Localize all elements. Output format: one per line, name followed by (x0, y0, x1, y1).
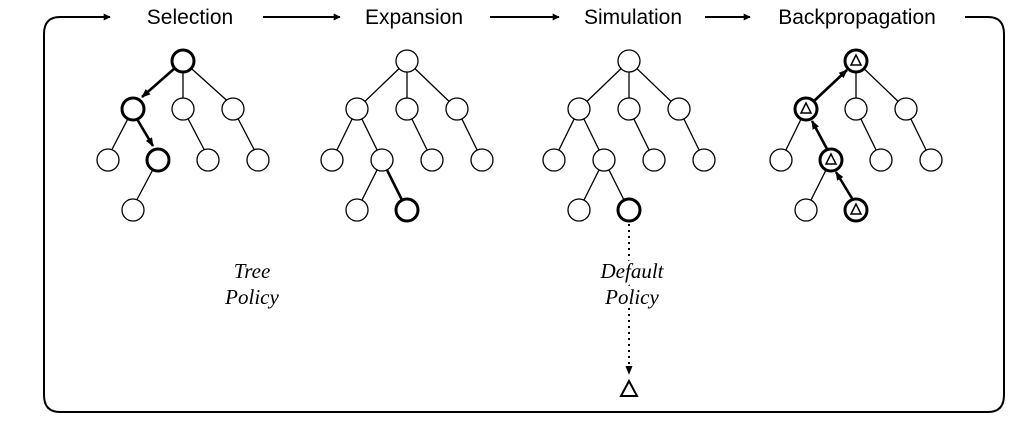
tree-node (345, 198, 369, 222)
triangle-icon (849, 53, 863, 66)
tree-expansion (320, 49, 494, 223)
loop-frame (43, 13, 1005, 413)
tree-node (919, 148, 943, 172)
tree-node (794, 198, 818, 222)
selection-path-arrow (141, 67, 176, 98)
tree-node (894, 97, 918, 121)
tree-node (420, 148, 444, 172)
tree-node (246, 148, 270, 172)
backprop-path-arrow (834, 171, 855, 201)
tree-node (692, 148, 716, 172)
tree-simulation (542, 49, 716, 397)
tree-node (370, 148, 394, 172)
triangle-icon (849, 202, 863, 215)
default-policy-label-line2: Policy (604, 285, 659, 309)
tree-node (617, 97, 641, 121)
tree-node (542, 148, 566, 172)
stage-label-selection: Selection (147, 6, 233, 29)
tree-node (320, 148, 344, 172)
tree-policy-label-line1: Tree (234, 259, 271, 283)
tree-node (196, 148, 220, 172)
tree-node-selected (120, 96, 146, 122)
stage-label-simulation: Simulation (584, 6, 682, 29)
tree-node (171, 97, 195, 121)
tree-node (567, 198, 591, 222)
tree-backpropagation (769, 48, 943, 223)
triangle-icon (799, 101, 813, 114)
tree-selection (96, 48, 270, 222)
tree-node (395, 97, 419, 121)
backprop-path-arrow (810, 120, 829, 150)
stage-label-backpropagation: Backpropagation (778, 6, 936, 29)
tree-node (96, 148, 120, 172)
tree-node (844, 97, 868, 121)
triangle-icon (619, 378, 639, 397)
tree-node (470, 148, 494, 172)
triangle-icon (824, 152, 838, 165)
tree-node-simulated (616, 197, 642, 223)
tree-node (567, 97, 591, 121)
selection-path-arrow (135, 118, 155, 147)
tree-node (667, 97, 691, 121)
tree-node-root (395, 49, 419, 73)
tree-node-root-selected (170, 48, 196, 74)
tree-node-root (617, 49, 641, 73)
tree-node (769, 148, 793, 172)
tree-policy-label-line2: Policy (224, 285, 279, 309)
tree-node (345, 97, 369, 121)
tree-node (869, 148, 893, 172)
tree-node-selected (145, 147, 171, 173)
tree-node (445, 97, 469, 121)
tree-node (592, 148, 616, 172)
tree-node-expanded (394, 197, 420, 223)
default-policy-label-line1: Default (600, 259, 665, 283)
tree-node (221, 97, 245, 121)
tree-node (642, 148, 666, 172)
stage-label-expansion: Expansion (365, 6, 463, 29)
tree-node (121, 198, 145, 222)
backprop-path-arrow (813, 69, 848, 102)
